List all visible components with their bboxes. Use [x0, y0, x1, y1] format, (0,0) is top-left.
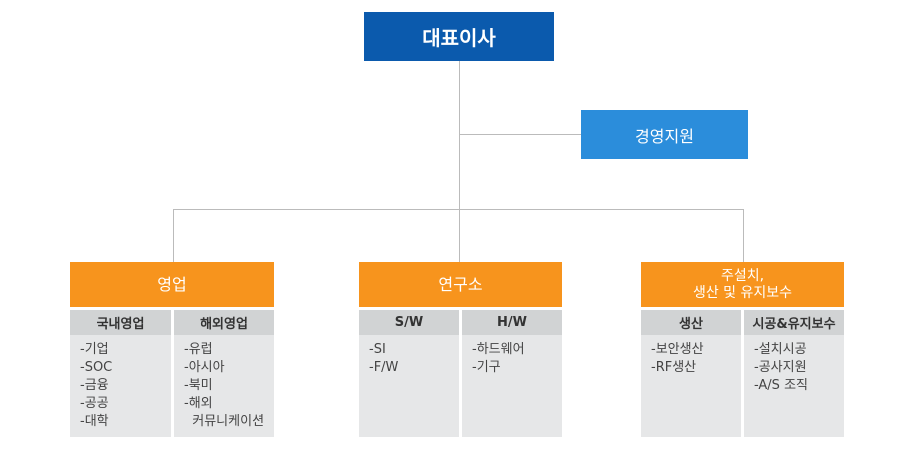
- sub-software-title: S/W: [359, 310, 459, 335]
- list-item: -기구: [472, 360, 501, 375]
- list-item: -대학: [80, 414, 109, 429]
- list-item: -설치시공: [754, 342, 807, 357]
- list-item: -RF생산: [651, 360, 697, 375]
- sub-overseas-sales-list: -유럽 -아시아 -북미 -해외 커뮤니케이션: [174, 335, 274, 437]
- sub-software-list: -SI -F/W: [359, 335, 459, 437]
- list-item: -A/S 조직: [754, 378, 808, 393]
- connector-departments-horizontal: [173, 209, 744, 210]
- sub-domestic-sales-list: -기업 -SOC -금융 -공공 -대학: [70, 335, 171, 437]
- sub-hardware-title: H/W: [462, 310, 562, 335]
- dept-lab-box: 연구소: [359, 262, 562, 307]
- list-item: -북미: [184, 378, 213, 393]
- sub-domestic-sales-title: 국내영업: [70, 310, 171, 335]
- dept-production-title-line2: 생산 및 유지보수: [692, 284, 793, 301]
- list-item: -SOC: [80, 360, 113, 375]
- sub-hardware: H/W -하드웨어 -기구: [462, 310, 562, 437]
- dept-production-title-line1: 주설치,: [720, 267, 765, 284]
- list-item: -공공: [80, 396, 109, 411]
- connector-lab-vertical: [459, 209, 460, 262]
- connector-support-horizontal: [459, 134, 581, 135]
- sub-installation-maintenance: 시공&유지보수 -설치시공 -공사지원 -A/S 조직: [744, 310, 844, 437]
- connector-production-vertical: [743, 209, 744, 262]
- sub-manufacturing-title: 생산: [641, 310, 741, 335]
- sub-overseas-sales: 해외영업 -유럽 -아시아 -북미 -해외 커뮤니케이션: [174, 310, 274, 437]
- sub-installation-maintenance-title: 시공&유지보수: [744, 310, 844, 335]
- dept-sales-box: 영업: [70, 262, 274, 307]
- ceo-box: 대표이사: [364, 12, 554, 61]
- list-item: -금융: [80, 378, 109, 393]
- sub-installation-maintenance-list: -설치시공 -공사지원 -A/S 조직: [744, 335, 844, 437]
- list-item: 커뮤니케이션: [184, 414, 265, 429]
- sub-manufacturing: 생산 -보안생산 -RF생산: [641, 310, 741, 437]
- sub-manufacturing-list: -보안생산 -RF생산: [641, 335, 741, 437]
- sub-overseas-sales-title: 해외영업: [174, 310, 274, 335]
- list-item: -유럽: [184, 342, 213, 357]
- list-item: -F/W: [369, 360, 399, 375]
- dept-sales-title: 영업: [157, 274, 187, 294]
- connector-ceo-vertical: [459, 61, 460, 209]
- connector-sales-vertical: [173, 209, 174, 262]
- sub-domestic-sales: 국내영업 -기업 -SOC -금융 -공공 -대학: [70, 310, 171, 437]
- list-item: -아시아: [184, 360, 225, 375]
- list-item: -하드웨어: [472, 342, 525, 357]
- list-item: -해외: [184, 396, 213, 411]
- list-item: -공사지원: [754, 360, 807, 375]
- list-item: -SI: [369, 342, 386, 357]
- dept-lab-title: 연구소: [438, 274, 483, 294]
- sub-hardware-list: -하드웨어 -기구: [462, 335, 562, 437]
- list-item: -기업: [80, 342, 109, 357]
- dept-production-box: 주설치, 생산 및 유지보수: [641, 262, 844, 307]
- management-support-box: 경영지원: [581, 110, 748, 159]
- list-item: -보안생산: [651, 342, 704, 357]
- sub-software: S/W -SI -F/W: [359, 310, 459, 437]
